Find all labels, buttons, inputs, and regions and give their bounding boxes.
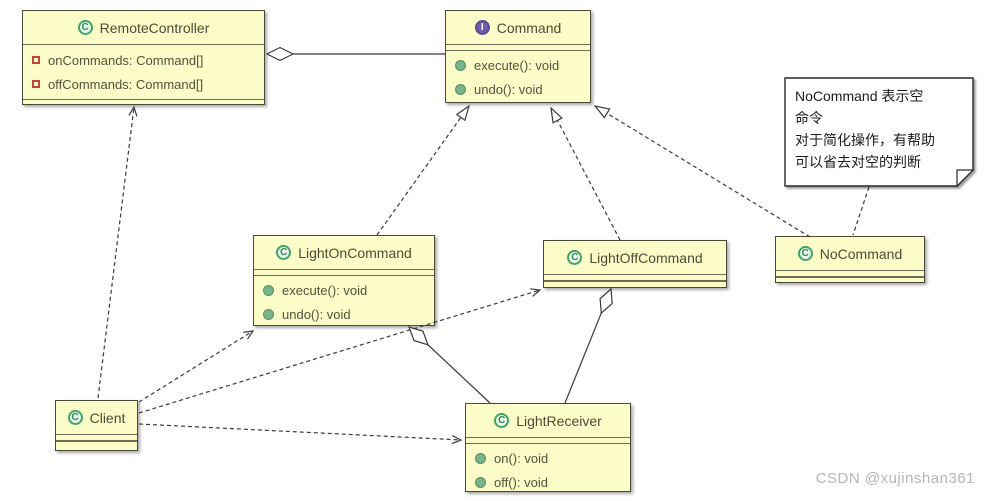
interface-node-command[interactable]: I Command execute(): void undo(): void [445, 10, 591, 103]
edge-client-uses-lightoncommand [138, 330, 255, 403]
field-icon [32, 80, 40, 88]
class-name: LightOnCommand [298, 244, 412, 261]
edge-nocommand-implements-command [595, 106, 811, 238]
field-row[interactable]: offCommands: Command[] [23, 72, 264, 96]
empty-compartment [544, 281, 726, 287]
method-label: off(): void [494, 474, 548, 490]
note-line: 对于简化操作，有帮助 [795, 132, 935, 148]
class-icon: C [567, 250, 583, 265]
field-label: onCommands: Command[] [48, 52, 204, 68]
edge-lightoffcommand-implements-command [551, 108, 621, 241]
method-label: undo(): void [474, 81, 543, 97]
method-label: undo(): void [282, 306, 351, 322]
watermark: CSDN @xujinshan361 [815, 470, 975, 487]
method-icon [455, 83, 466, 95]
note-line: NoCommand 表示空 [795, 88, 924, 104]
method-icon [475, 476, 486, 488]
edge-client-uses-lightreceiver [138, 423, 463, 445]
class-node-client[interactable]: C Client [55, 400, 138, 451]
note-line: 命令 [795, 110, 823, 126]
empty-compartment [23, 99, 264, 104]
methods-compartment: execute(): void undo(): void [254, 276, 434, 328]
fields-compartment: onCommands: Command[] offCommands: Comma… [23, 45, 264, 99]
method-label: on(): void [494, 450, 549, 466]
method-icon [263, 284, 274, 296]
field-icon [32, 56, 40, 64]
method-row[interactable]: off(): void [466, 470, 630, 494]
class-title: C LightOffCommand [544, 241, 726, 275]
class-title: C RemoteController [23, 11, 264, 45]
class-title: C NoCommand [776, 237, 924, 271]
interface-icon: I [474, 20, 490, 35]
method-icon [263, 308, 274, 320]
method-icon [475, 452, 486, 464]
class-name: LightReceiver [516, 412, 602, 429]
edge-lightoffcommand-aggregates-lightreceiver [564, 287, 613, 404]
class-icon: C [67, 410, 83, 425]
empty-compartment [776, 277, 924, 282]
class-icon: C [276, 245, 292, 260]
class-name: RemoteController [99, 19, 210, 36]
method-row[interactable]: undo(): void [446, 77, 590, 101]
empty-compartment [544, 275, 726, 281]
class-name: LightOffCommand [589, 249, 703, 266]
edge-note-anchor-nocommand [852, 186, 870, 236]
method-row[interactable]: undo(): void [254, 302, 434, 326]
note-line: 可以省去对空的判断 [795, 154, 921, 170]
empty-compartment [466, 438, 630, 444]
class-title: C LightOnCommand [254, 236, 434, 270]
class-node-lightreceiver[interactable]: C LightReceiver on(): void off(): void [465, 403, 631, 492]
empty-compartment [56, 441, 137, 450]
method-row[interactable]: on(): void [466, 446, 630, 470]
class-node-nocommand[interactable]: C NoCommand [775, 236, 925, 283]
edge-lightoncommand-aggregates-lightreceiver [408, 326, 491, 404]
interface-name: Command [496, 19, 562, 36]
class-name: Client [89, 409, 126, 426]
field-label: offCommands: Command[] [48, 76, 204, 92]
class-icon: C [77, 20, 93, 35]
field-row[interactable]: onCommands: Command[] [23, 48, 264, 72]
class-node-remotecontroller[interactable]: C RemoteController onCommands: Command[]… [22, 10, 265, 105]
empty-compartment [446, 45, 590, 51]
method-label: execute(): void [474, 57, 560, 73]
edge-lightoncommand-implements-command [376, 106, 469, 236]
method-icon [455, 59, 466, 71]
class-title: C LightReceiver [466, 404, 630, 438]
methods-compartment: execute(): void undo(): void [446, 51, 590, 103]
class-node-lightoncommand[interactable]: C LightOnCommand execute(): void undo():… [253, 235, 435, 326]
methods-compartment: on(): void off(): void [466, 444, 630, 496]
method-row[interactable]: execute(): void [446, 53, 590, 77]
method-label: execute(): void [282, 282, 368, 298]
class-icon: C [797, 246, 813, 261]
class-icon: C [494, 413, 510, 428]
class-node-lightoffcommand[interactable]: C LightOffCommand [543, 240, 727, 288]
empty-compartment [56, 435, 137, 441]
interface-title: I Command [446, 11, 590, 45]
class-name: NoCommand [819, 245, 903, 262]
edge-client-uses-remotecontroller [97, 105, 138, 399]
class-title: C Client [56, 401, 137, 435]
empty-compartment [254, 270, 434, 276]
note[interactable]: NoCommand 表示空 命令 对于简化操作，有帮助 可以省去对空的判断 [785, 78, 975, 186]
method-row[interactable]: execute(): void [254, 278, 434, 302]
empty-compartment [776, 271, 924, 277]
